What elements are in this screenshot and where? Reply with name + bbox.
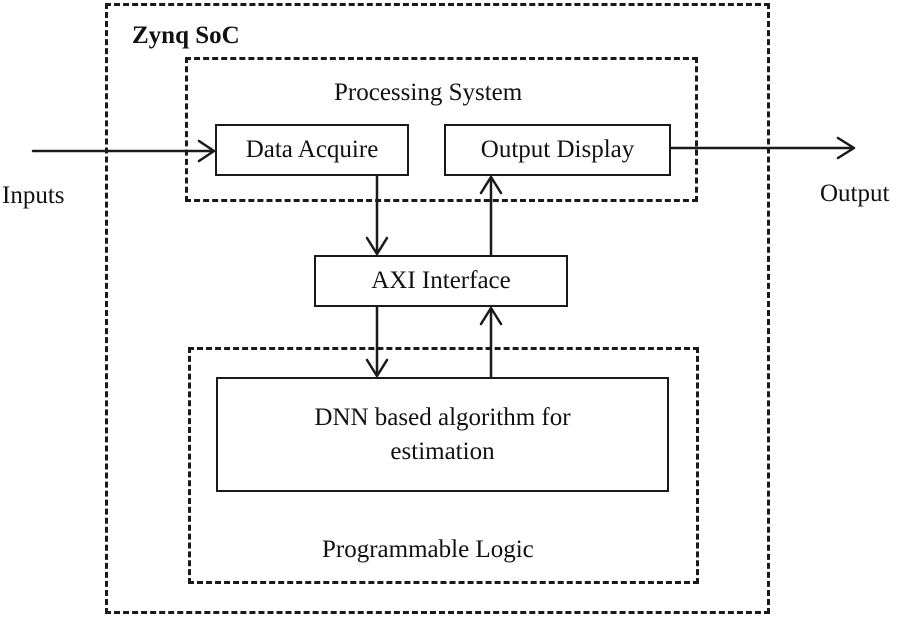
arrow-output-display-to-output bbox=[669, 136, 856, 160]
data-acquire-label: Data Acquire bbox=[245, 136, 379, 163]
zynq-soc-boundary bbox=[105, 3, 770, 614]
processing-system-boundary bbox=[185, 57, 698, 202]
axi-interface-box: AXI Interface bbox=[314, 255, 568, 307]
axi-interface-label: AXI Interface bbox=[371, 267, 511, 294]
output-display-box: Output Display bbox=[444, 124, 671, 176]
dnn-algorithm-box: DNN based algorithm for estimation bbox=[216, 377, 669, 492]
output-label: Output bbox=[820, 180, 890, 207]
dnn-algorithm-line-2: estimation bbox=[390, 437, 495, 465]
arrow-inputs-to-data-acquire bbox=[31, 139, 216, 163]
arrow-axi-to-output-display bbox=[479, 175, 503, 257]
arrow-axi-to-dnn bbox=[365, 305, 389, 378]
dnn-algorithm-line-1: DNN based algorithm for bbox=[314, 403, 571, 431]
programmable-logic-boundary bbox=[188, 347, 699, 584]
inputs-label: Inputs bbox=[2, 182, 65, 209]
processing-system-title: Processing System bbox=[334, 79, 523, 106]
zynq-soc-title: Zynq SoC bbox=[132, 22, 240, 49]
arrow-data-acquire-to-axi bbox=[365, 174, 389, 256]
output-display-label: Output Display bbox=[480, 136, 635, 163]
arrow-dnn-to-axi bbox=[479, 306, 503, 379]
programmable-logic-title: Programmable Logic bbox=[322, 536, 534, 563]
data-acquire-box: Data Acquire bbox=[215, 124, 409, 176]
